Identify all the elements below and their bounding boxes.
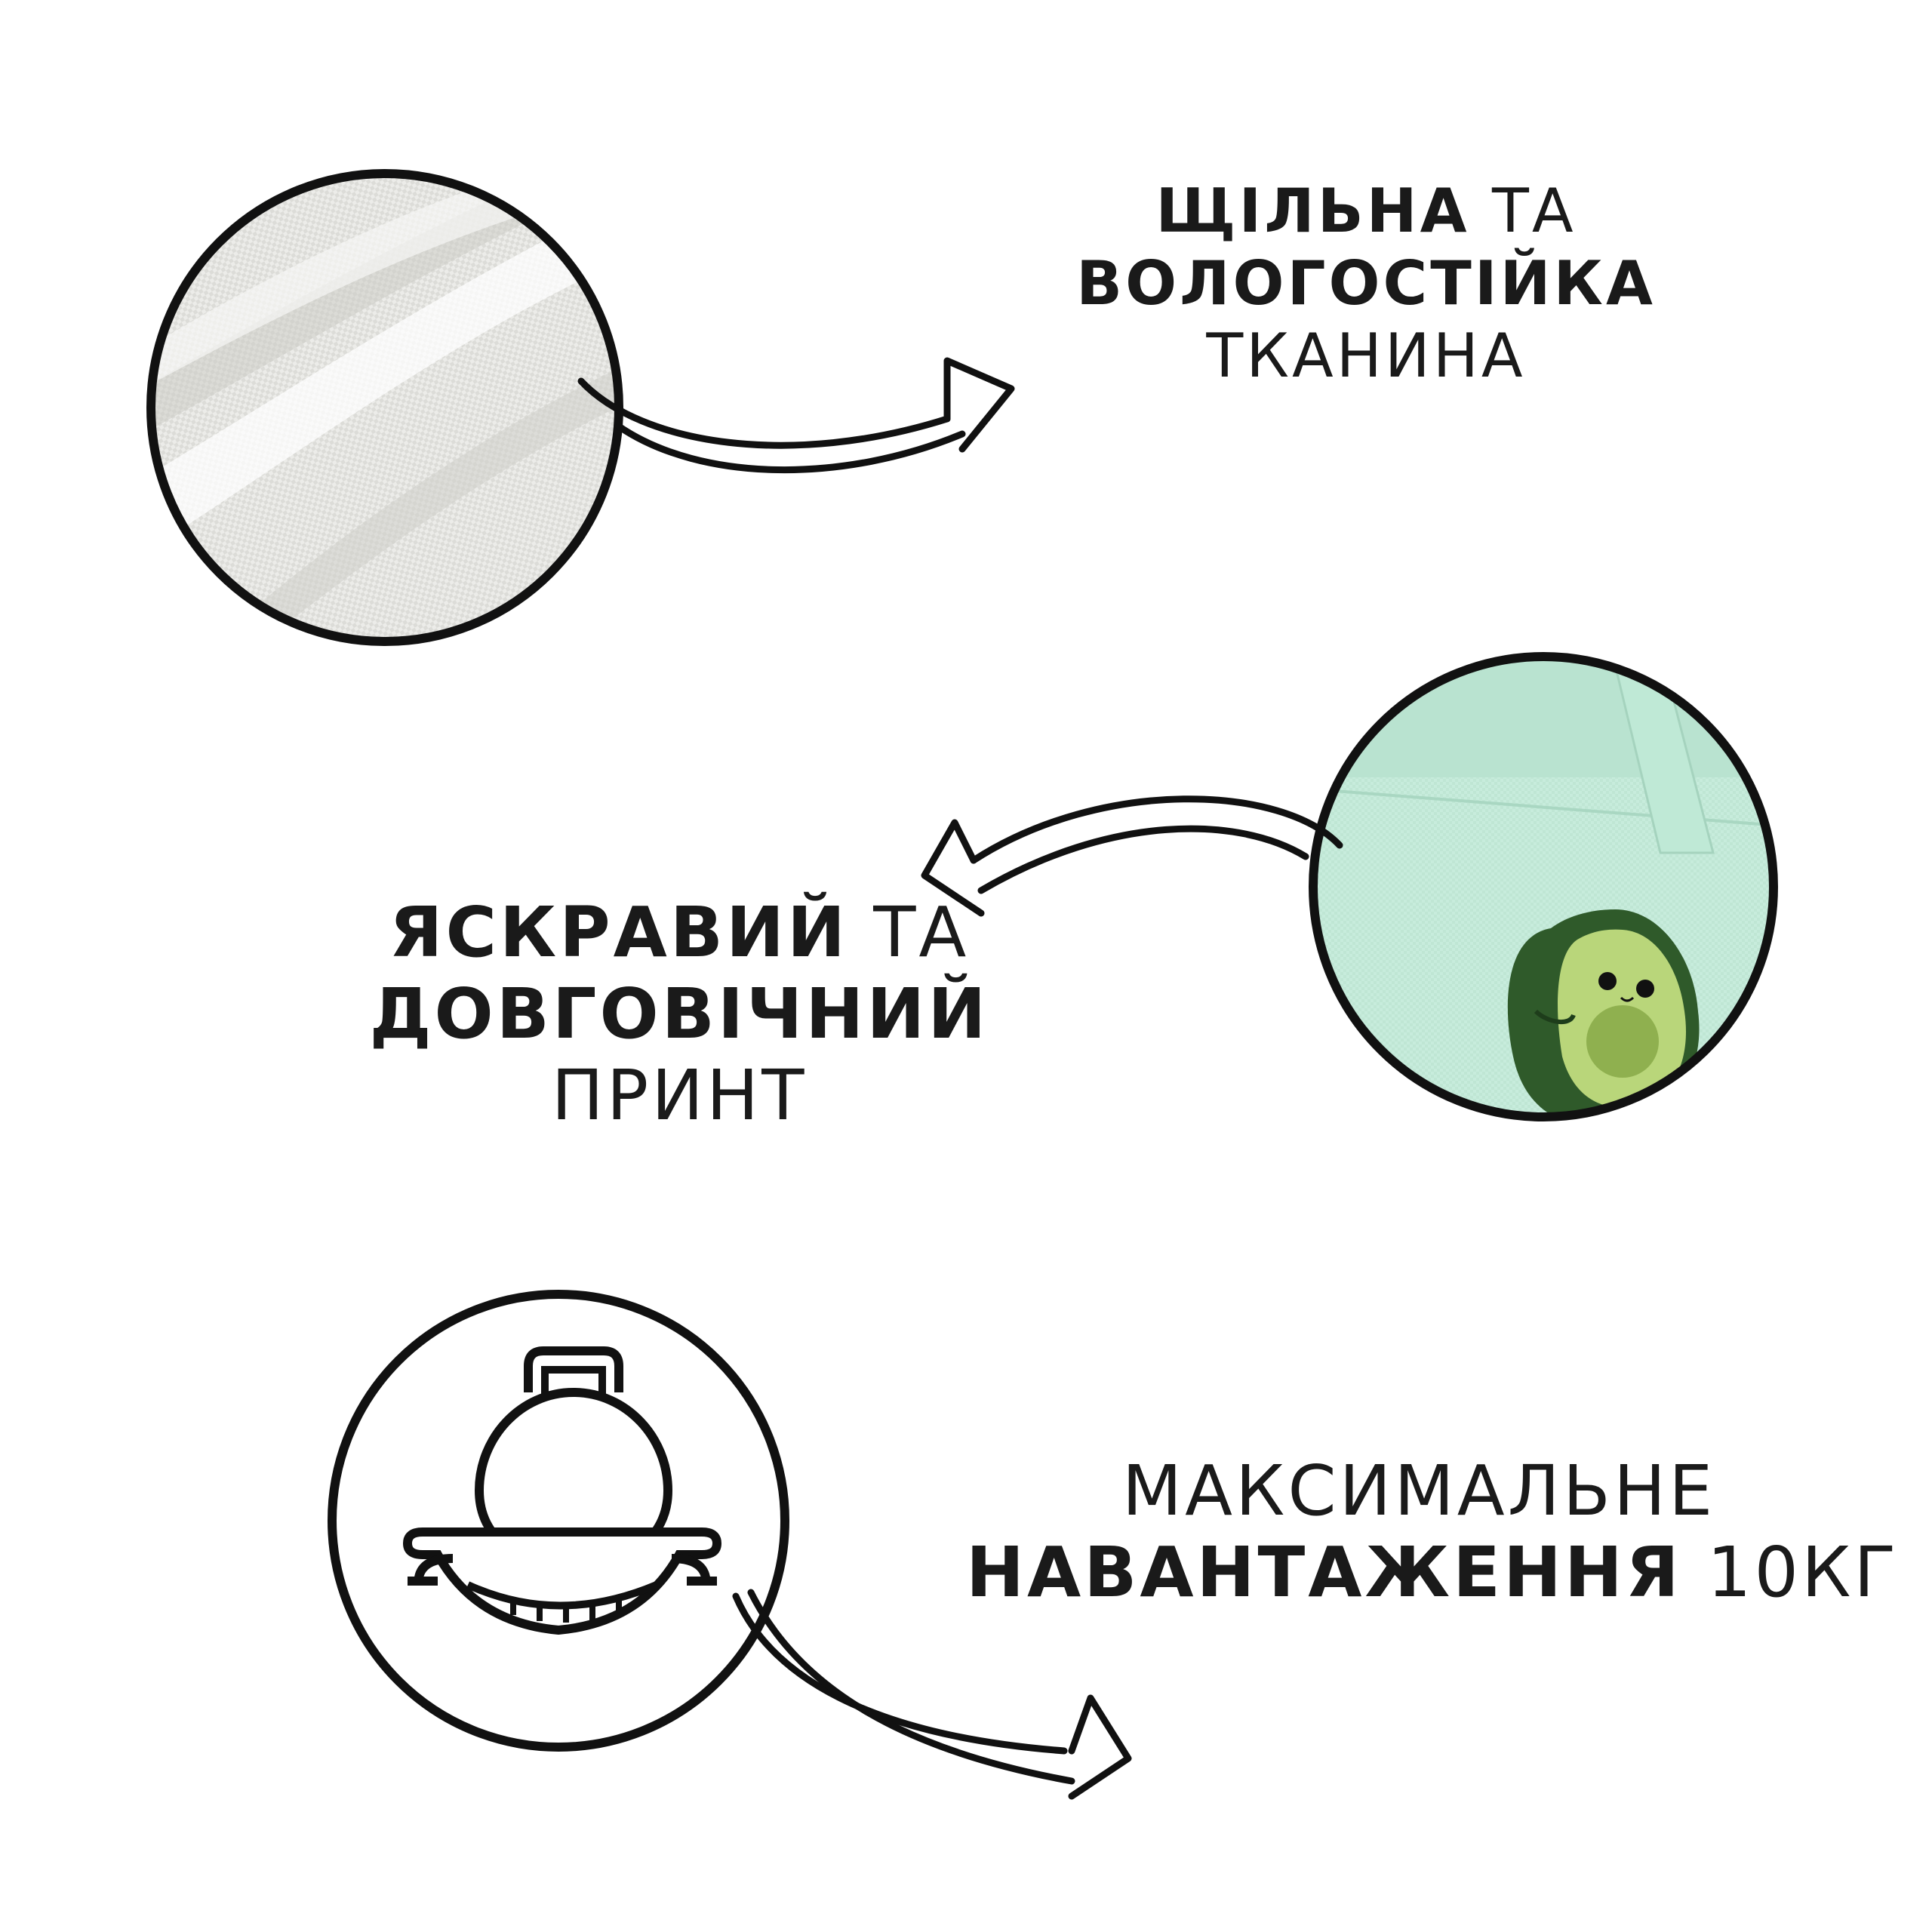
load-line-1: МАКСИМАЛЬНЕ xyxy=(966,1457,1872,1526)
load-value: 10КГ xyxy=(1681,1532,1900,1613)
weight-icon xyxy=(328,1290,789,1752)
fabric-line-2: ВОЛОГОСТІЙКА xyxy=(981,254,1751,314)
arrow-to-fabric-text xyxy=(577,357,1015,474)
load-word-max: МАКСИМАЛЬНЕ xyxy=(1121,1451,1716,1531)
print-line-2: ДОВГОВІЧНИЙ xyxy=(340,980,1019,1049)
load-bold-word-load: НАВАНТАЖЕННЯ xyxy=(966,1532,1682,1613)
fabric-feature-text: ЩІЛЬНА ТА ВОЛОГОСТІЙКА ТКАНИНА xyxy=(981,181,1751,398)
arrow-to-load-text xyxy=(732,1589,1132,1800)
print-bold-word-durable: ДОВГОВІЧНИЙ xyxy=(369,974,989,1054)
avocado-print-closeup-image xyxy=(1309,652,1778,1121)
fabric-connector: ТА xyxy=(1469,176,1577,246)
print-line-3: ПРИНТ xyxy=(340,1061,1019,1131)
fabric-line-1: ЩІЛЬНА ТА xyxy=(981,181,1751,242)
fabric-line-3: ТКАНИНА xyxy=(981,326,1751,386)
print-connector: ТА xyxy=(848,892,970,973)
load-line-2: НАВАНТАЖЕННЯ 10КГ xyxy=(966,1538,1897,1607)
fabric-bold-word-dense: ЩІЛЬНА xyxy=(1155,176,1470,246)
arrow-to-print-text xyxy=(921,795,1343,917)
fabric-bold-word-waterproof: ВОЛОГОСТІЙКА xyxy=(1076,248,1656,318)
fabric-closeup-image xyxy=(146,169,623,646)
fabric-word-fabric: ТКАНИНА xyxy=(1206,321,1526,391)
load-feature-text: МАКСИМАЛЬНЕ НАВАНТАЖЕННЯ 10КГ xyxy=(966,1457,1897,1620)
print-feature-text: ЯСКРАВИЙ ТА ДОВГОВІЧНИЙ ПРИНТ xyxy=(340,898,1019,1143)
print-word-print: ПРИНТ xyxy=(551,1055,808,1136)
print-bold-word-bright: ЯСКРАВИЙ xyxy=(389,892,848,973)
print-line-1: ЯСКРАВИЙ ТА xyxy=(340,898,1019,968)
